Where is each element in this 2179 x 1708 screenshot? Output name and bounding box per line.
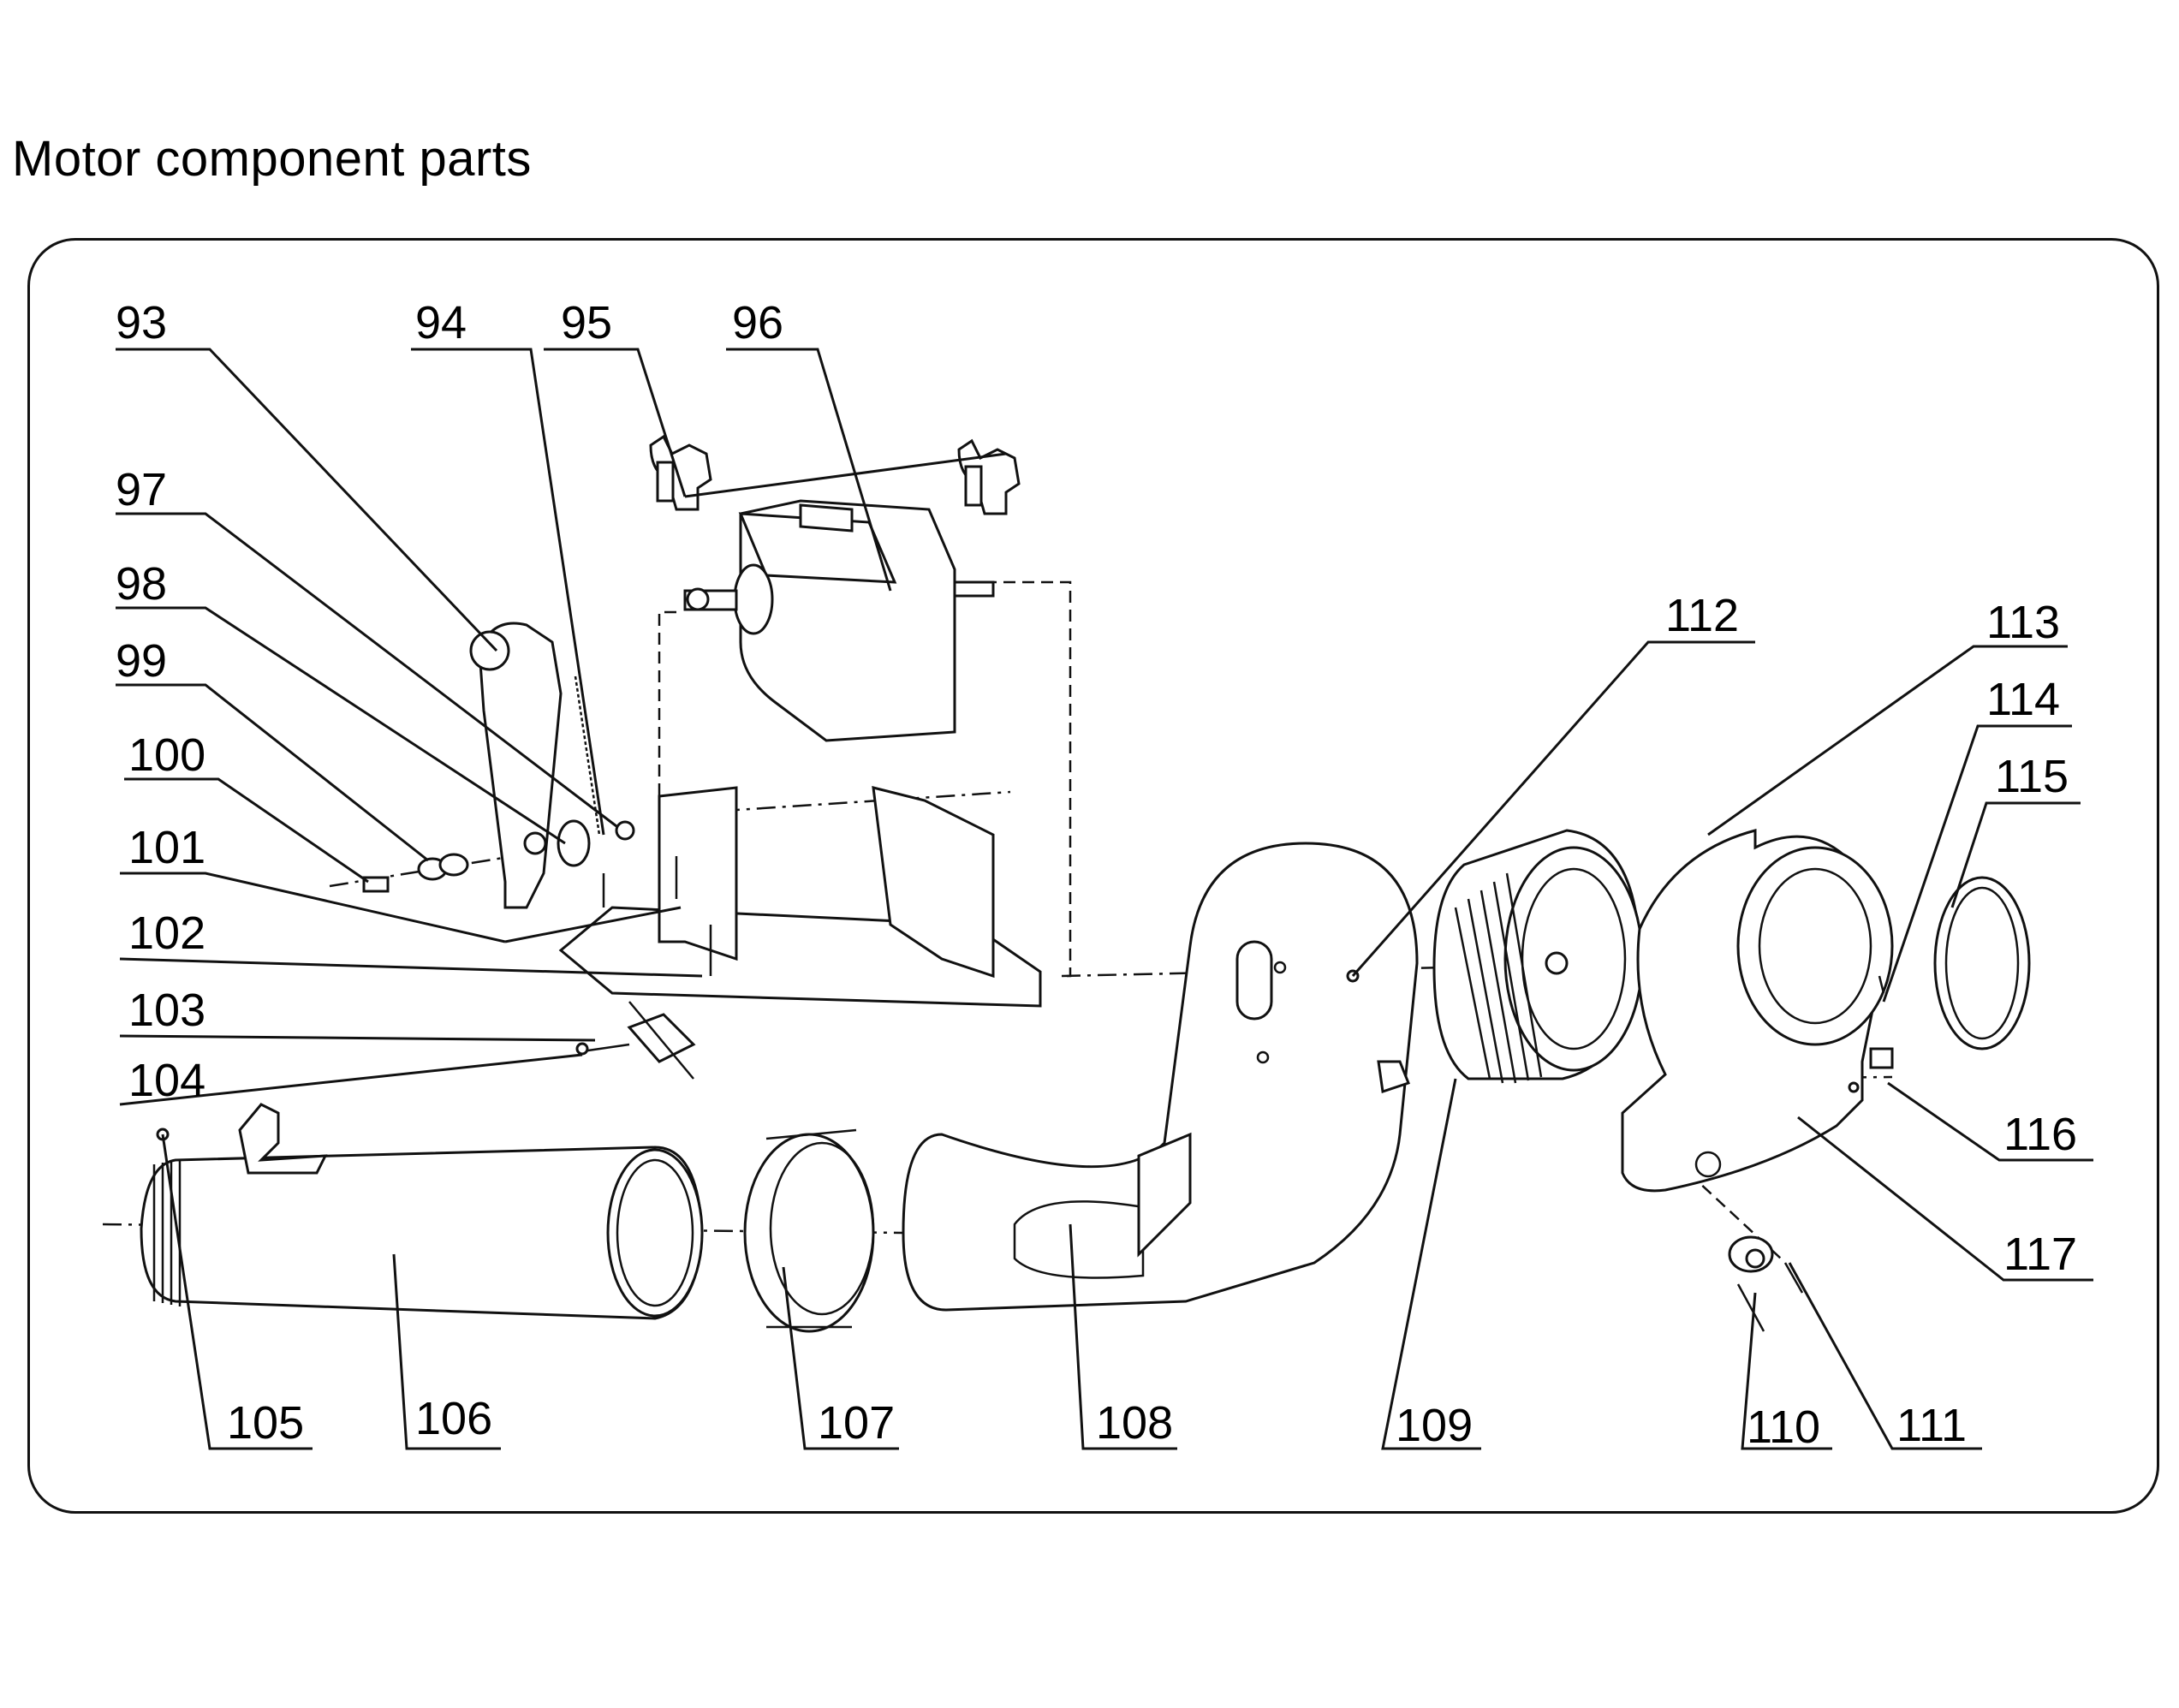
door-switch <box>581 1001 696 1080</box>
label-96: 96 <box>732 297 783 348</box>
label-111: 111 <box>1896 1400 1967 1451</box>
motor-mount-bracket <box>558 786 1042 1008</box>
label-93: 93 <box>116 297 167 348</box>
motor-clamp-left <box>649 434 712 511</box>
label-97: 97 <box>116 464 167 515</box>
label-107: 107 <box>818 1397 895 1449</box>
leader-lines <box>116 348 2093 1450</box>
label-99: 99 <box>116 635 167 687</box>
label-104: 104 <box>128 1055 205 1106</box>
label-113: 113 <box>1986 597 2060 648</box>
label-95: 95 <box>561 297 612 348</box>
duct-ring <box>743 1128 875 1333</box>
motor-clamp-right <box>957 438 1021 515</box>
blower-housing-front <box>902 842 1419 1312</box>
motor <box>683 499 995 742</box>
label-108: 108 <box>1096 1397 1173 1449</box>
thermostat <box>1728 1235 1804 1332</box>
exhaust-duct <box>140 1103 704 1320</box>
label-116: 116 <box>2003 1109 2077 1160</box>
label-110: 110 <box>1747 1402 1820 1453</box>
part-number-labels: 93 94 95 96 97 98 99 100 101 102 103 104… <box>116 297 2077 1453</box>
label-115: 115 <box>1995 751 2069 802</box>
page-title: Motor component parts <box>12 131 532 187</box>
idler-arm <box>469 622 563 909</box>
label-103: 103 <box>128 985 205 1036</box>
label-94: 94 <box>415 297 467 348</box>
label-112: 112 <box>1665 590 1739 641</box>
label-114: 114 <box>1986 674 2060 725</box>
label-105: 105 <box>227 1397 304 1449</box>
blower-wheel <box>1432 829 1644 1084</box>
label-101: 101 <box>128 822 205 873</box>
label-106: 106 <box>415 1393 492 1444</box>
idler-spring <box>574 675 601 836</box>
idler-pulley-parts <box>362 819 635 893</box>
label-109: 109 <box>1396 1400 1473 1451</box>
blower-gasket <box>1933 876 2031 1050</box>
label-102: 102 <box>128 908 205 959</box>
blower-housing-rear <box>1621 829 1894 1193</box>
label-98: 98 <box>116 558 167 610</box>
diagram-frame <box>27 238 2159 1514</box>
label-117: 117 <box>2003 1229 2077 1280</box>
label-100: 100 <box>128 729 205 781</box>
